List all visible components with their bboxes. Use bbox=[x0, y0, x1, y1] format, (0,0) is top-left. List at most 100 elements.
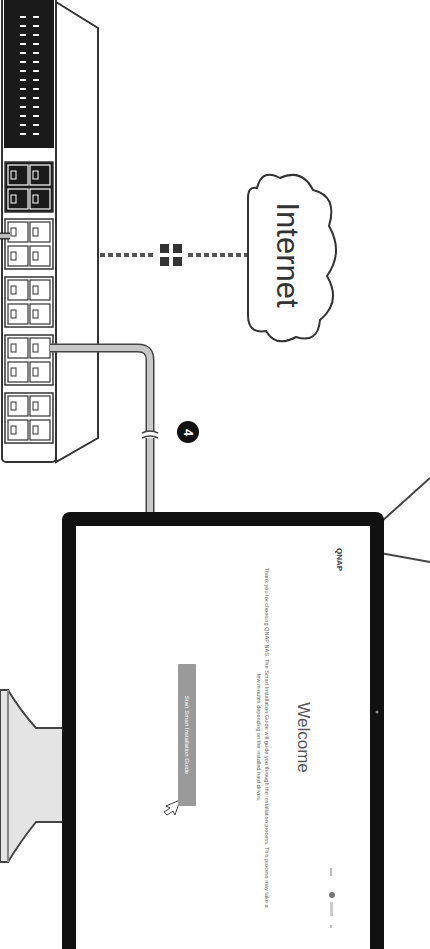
ethernet-ports bbox=[5, 393, 53, 443]
ethernet-ports bbox=[30, 280, 50, 300]
ethernet-ports bbox=[5, 219, 53, 269]
ethernet-cable bbox=[142, 431, 158, 438]
status-leds bbox=[33, 34, 39, 36]
status-leds bbox=[33, 97, 39, 99]
status-leds bbox=[20, 52, 26, 54]
status-leds bbox=[33, 106, 39, 108]
ethernet-ports bbox=[5, 162, 53, 443]
status-leds bbox=[33, 70, 39, 72]
node-text: Thank you for choosing QNAP NAS. The Sma… bbox=[255, 566, 270, 909]
status-leds bbox=[20, 16, 39, 135]
node-text: Welcome bbox=[291, 526, 314, 949]
ethernet-ports bbox=[11, 228, 16, 236]
ethernet-ports bbox=[33, 402, 38, 410]
ethernet-ports bbox=[33, 171, 38, 179]
network-icon bbox=[160, 244, 169, 253]
status-leds bbox=[20, 25, 26, 27]
ethernet-ports bbox=[30, 165, 50, 185]
screen-node: QNAPWelcomeThank you for choosing QNAP N… bbox=[76, 526, 370, 949]
monitor-stand bbox=[0, 690, 64, 862]
status-leds bbox=[33, 79, 39, 81]
screen-icons bbox=[329, 892, 335, 898]
ethernet-ports bbox=[8, 280, 28, 300]
monitor bbox=[62, 512, 384, 949]
ethernet-ports bbox=[11, 310, 16, 318]
ethernet-ports bbox=[11, 252, 16, 260]
ethernet-ports bbox=[33, 344, 38, 352]
cloud-outline bbox=[248, 175, 336, 342]
ethernet-ports bbox=[11, 344, 16, 352]
network-icon bbox=[156, 241, 186, 269]
monitor bbox=[62, 512, 384, 949]
status-leds bbox=[20, 70, 26, 72]
ethernet-ports bbox=[33, 228, 38, 236]
monitor bbox=[376, 711, 379, 714]
screen-icons bbox=[330, 925, 332, 928]
screen-icons bbox=[329, 868, 335, 928]
status-leds bbox=[33, 88, 39, 90]
status-leds bbox=[33, 25, 39, 27]
callout-number: 4 bbox=[182, 428, 195, 435]
ethernet-ports bbox=[33, 426, 38, 434]
ethernet-ports bbox=[8, 304, 28, 324]
ethernet-ports bbox=[30, 189, 50, 209]
ethernet-ports bbox=[8, 362, 28, 382]
cloud-node: Internet bbox=[242, 180, 332, 330]
button-node: Start Smart Installation Guide bbox=[178, 664, 196, 806]
ethernet-ports bbox=[30, 420, 50, 440]
ethernet-ports bbox=[8, 189, 28, 209]
status-leds bbox=[33, 61, 39, 63]
status-leds bbox=[20, 106, 26, 108]
ethernet-ports bbox=[11, 426, 16, 434]
status-leds bbox=[20, 97, 26, 99]
screen-icons bbox=[330, 902, 333, 916]
ethernet-ports bbox=[8, 338, 28, 358]
ethernet-ports bbox=[30, 338, 50, 358]
ethernet-ports bbox=[11, 368, 16, 376]
node-title: Internet bbox=[266, 180, 308, 330]
ethernet-ports bbox=[30, 246, 50, 266]
status-leds bbox=[33, 43, 39, 45]
status-leds bbox=[20, 34, 26, 36]
network-icon bbox=[173, 257, 182, 266]
ethernet-ports bbox=[8, 396, 28, 416]
status-leds bbox=[33, 124, 39, 126]
network-icon bbox=[156, 241, 186, 269]
ethernet-cable bbox=[140, 432, 160, 438]
ethernet-ports bbox=[33, 310, 38, 318]
status-leds bbox=[20, 16, 26, 18]
ethernet-cable bbox=[50, 348, 150, 514]
cable bbox=[0, 233, 10, 240]
ethernet-ports bbox=[11, 195, 16, 203]
network-switch bbox=[56, 2, 98, 462]
status-leds bbox=[33, 115, 39, 117]
monitor bbox=[76, 526, 370, 949]
ethernet-ports bbox=[11, 402, 16, 410]
screen-icons bbox=[330, 868, 332, 876]
monitor-stand bbox=[7, 690, 9, 862]
status-leds bbox=[33, 133, 39, 135]
node-title: Start Smart Installation Guide bbox=[183, 664, 191, 806]
status-leds bbox=[20, 88, 26, 90]
network-switch bbox=[2, 0, 98, 462]
ethernet-ports bbox=[8, 222, 28, 242]
monitor-stand bbox=[0, 690, 64, 862]
ethernet-ports bbox=[8, 246, 28, 266]
network-icon bbox=[170, 241, 172, 269]
status-leds bbox=[20, 115, 26, 117]
ethernet-ports bbox=[11, 286, 16, 294]
cable bbox=[0, 234, 10, 238]
ethernet-ports bbox=[33, 195, 38, 203]
ethernet-ports bbox=[33, 252, 38, 260]
status-leds bbox=[20, 43, 26, 45]
network-icon bbox=[173, 244, 182, 253]
ethernet-ports bbox=[30, 304, 50, 324]
ethernet-ports bbox=[33, 368, 38, 376]
callout-circle bbox=[177, 421, 199, 443]
status-leds bbox=[33, 16, 39, 18]
status-leds bbox=[20, 133, 26, 135]
ethernet-ports bbox=[30, 396, 50, 416]
